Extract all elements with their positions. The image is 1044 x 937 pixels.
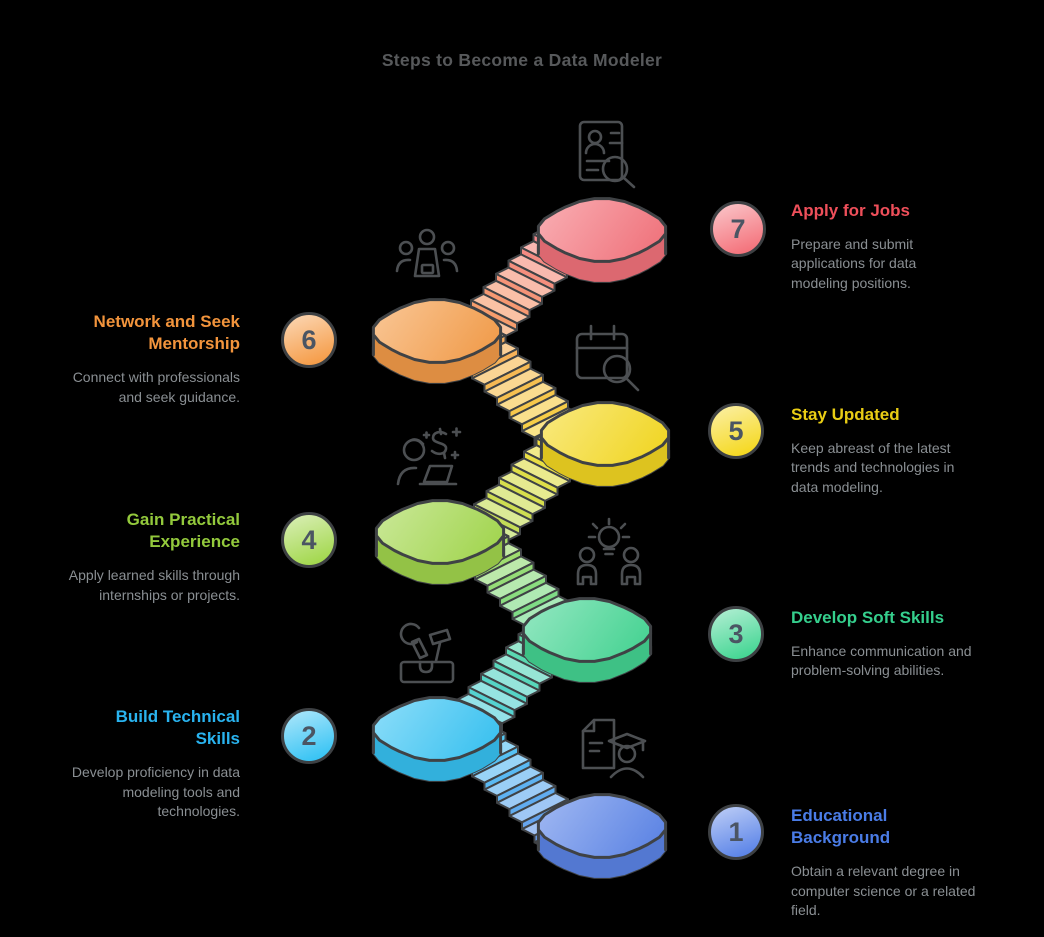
step-6-title: Network and Seek Mentorship	[93, 312, 240, 354]
step-4-description: Apply learned skills through internships…	[68, 567, 240, 603]
step-7-number: 7	[730, 213, 746, 244]
step-7-badge: 7	[710, 201, 766, 257]
step-6: Network and Seek Mentorship Connect with…	[65, 311, 240, 407]
step-4-badge: 4	[281, 512, 337, 568]
freelancer-laptop-icon	[396, 427, 462, 486]
step-7-title: Apply for Jobs	[791, 201, 911, 220]
toolbox-icon	[399, 622, 455, 684]
step-4-title: Gain Practical Experience	[126, 510, 240, 552]
step-3-badge: 3	[708, 606, 764, 662]
step-4-number: 4	[301, 524, 317, 555]
step-7: Apply for Jobs Prepare and submit applic…	[791, 200, 976, 293]
meeting-icon	[395, 228, 459, 278]
step-2-title: Build Technical Skills	[115, 707, 240, 749]
step-2: Build Technical Skills Develop proficien…	[65, 706, 240, 821]
step-5-description: Keep abreast of the latest trends and te…	[791, 440, 955, 495]
step-4: Gain Practical Experience Apply learned …	[65, 509, 240, 605]
page-title: Steps to Become a Data Modeler	[381, 50, 663, 70]
step-7-description: Prepare and submit applications for data…	[791, 236, 917, 291]
step-3-number: 3	[728, 618, 744, 649]
step-5-badge: 5	[708, 403, 764, 459]
collaboration-idea-icon	[576, 517, 642, 586]
step-5-title: Stay Updated	[791, 405, 900, 424]
calendar-search-icon	[575, 324, 640, 392]
step-2-badge: 2	[281, 708, 337, 764]
step-6-badge: 6	[281, 312, 337, 368]
step-2-description: Develop proficiency in data modeling too…	[71, 764, 240, 819]
step-1: Educational Background Obtain a relevant…	[791, 805, 976, 920]
step-6-number: 6	[301, 324, 317, 355]
step-3-description: Enhance communication and problem-solvin…	[791, 643, 972, 679]
step-1-description: Obtain a relevant degree in computer sci…	[791, 863, 976, 918]
step-3: Develop Soft Skills Enhance communicatio…	[791, 607, 976, 681]
step-2-number: 2	[301, 720, 317, 751]
step-1-number: 1	[728, 816, 744, 847]
step-5-number: 5	[728, 415, 744, 446]
step-5: Stay Updated Keep abreast of the latest …	[791, 404, 976, 497]
step-6-description: Connect with professionals and seek guid…	[72, 369, 240, 405]
step-3-title: Develop Soft Skills	[791, 608, 945, 627]
resume-search-icon	[578, 120, 636, 189]
step-1-title: Educational Background	[791, 806, 891, 848]
graduate-document-icon	[581, 718, 647, 779]
step-1-badge: 1	[708, 804, 764, 860]
